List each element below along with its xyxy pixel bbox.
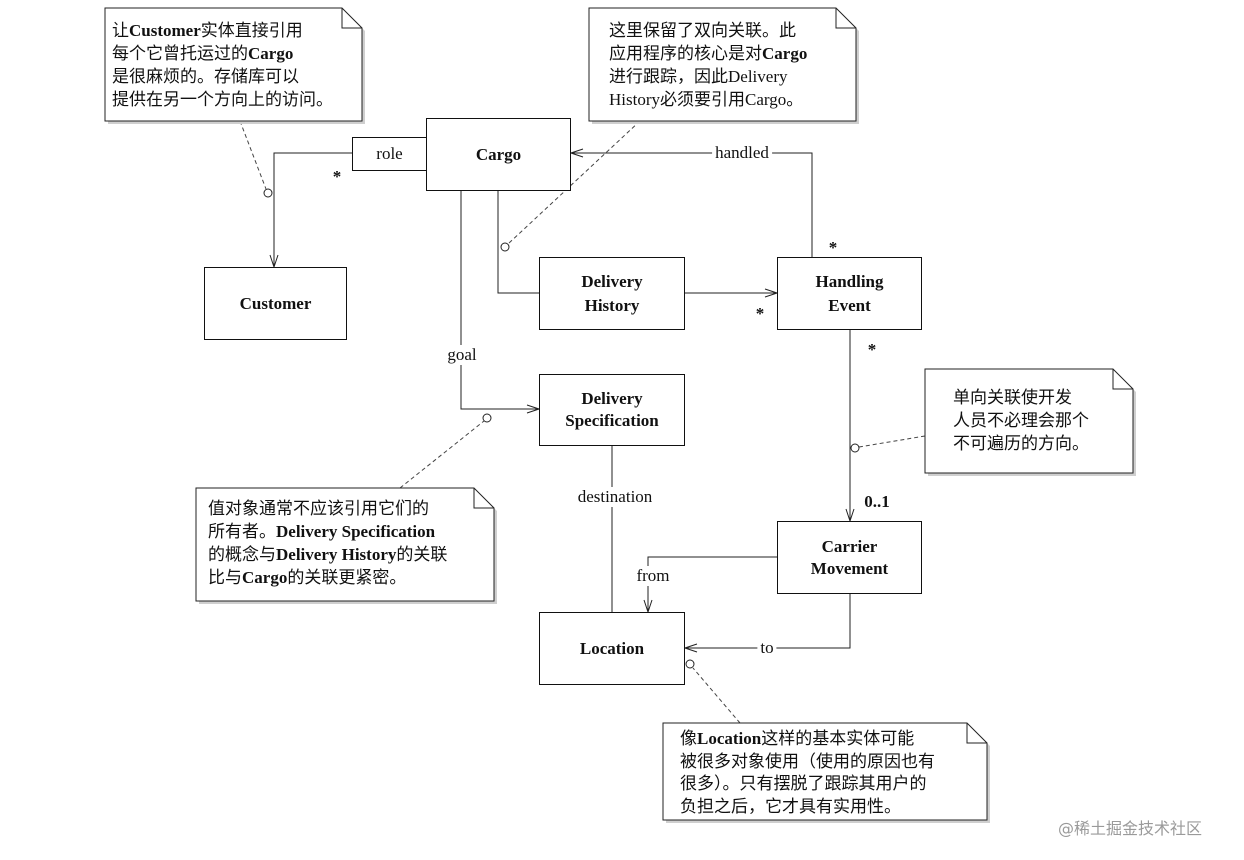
association-label-to: to (757, 638, 777, 658)
note-shape-value-object (195, 487, 495, 602)
class-name-line: Delivery (581, 389, 643, 408)
association-label-from: from (633, 566, 673, 586)
note-line: 比与Cargo的关联更紧密。 (208, 568, 407, 587)
association-handled (571, 153, 813, 257)
anchor-circle (263, 188, 273, 198)
note-line: 每个它曾托运过的Cargo (112, 44, 294, 63)
class-carrier-movement: Carrier Movement (777, 521, 922, 594)
note-line: 应用程序的核心是对Cargo (609, 44, 808, 63)
note-line: 负担之后，它才具有实用性。 (680, 797, 901, 817)
note-line: 的概念与Delivery History的关联 (208, 545, 448, 564)
association-label-goal: goal (444, 345, 480, 365)
note-line: 提供在另一个方向上的访问。 (112, 90, 333, 109)
note-fold (341, 8, 362, 29)
note-anchor-bidirectional (507, 120, 641, 245)
class-name: Location (579, 638, 645, 658)
note-line: 被很多对象使用（使用的原因也有 (680, 751, 935, 771)
multiplicity-handled-event: * (828, 238, 838, 257)
note-line: 人员不必理会那个 (953, 411, 1089, 430)
note-value-object: 值对象通常不应该引用它们的 所有者。Delivery Specification… (208, 497, 447, 589)
class-cargo: Cargo (426, 118, 571, 191)
class-name: Cargo (475, 144, 522, 164)
class-name-line: Movement (810, 558, 889, 578)
note-bidirectional: 这里保留了双向关联。此 应用程序的核心是对Cargo 进行跟踪，因此Delive… (609, 19, 807, 111)
note-fold (1112, 369, 1133, 390)
association-goal (460, 191, 539, 409)
note-line: 很多）。只有摆脱了跟踪其用户的 (680, 774, 927, 794)
note-customer: 让Customer实体直接引用 每个它曾托运过的Cargo 是很麻烦的。存储库可… (112, 19, 333, 111)
note-line: History必须要引用Cargo。 (609, 90, 804, 109)
note-anchor-customer (239, 120, 267, 190)
anchor-circle (685, 659, 695, 669)
multiplicity-cargo-customer: * (332, 167, 342, 186)
class-name: Customer (239, 293, 312, 313)
note-line: 是很麻烦的。存储库可以 (112, 67, 299, 86)
note-line: 值对象通常不应该引用它们的 (208, 499, 429, 518)
note-fold (473, 488, 494, 509)
note-line: 单向关联使开发 (953, 388, 1072, 407)
class-name-line: Carrier (821, 536, 878, 556)
note-location: 像Location这样的基本实体可能 被很多对象使用（使用的原因也有 很多）。只… (680, 728, 935, 819)
multiplicity-event-movement-target: 0..1 (864, 492, 890, 511)
association-label-destination: destination (574, 487, 656, 507)
anchor-circle (482, 413, 492, 423)
note-fold (966, 723, 987, 744)
association-cargo-history (497, 191, 539, 294)
association-label-handled: handled (712, 143, 772, 163)
note-shape-unidirectional (924, 368, 1134, 474)
note-shape-location (662, 722, 988, 821)
note-line: 这里保留了双向关联。此 (609, 21, 796, 40)
class-name-line: Specification (565, 411, 659, 430)
association-from (648, 556, 777, 612)
class-delivery-history: Delivery History (539, 257, 685, 330)
association-to (685, 594, 851, 648)
note-line: 像Location这样的基本实体可能 (680, 729, 915, 748)
anchor-circle (850, 443, 860, 453)
qualifier-role: role (352, 137, 427, 171)
note-anchor-unidirectional (858, 435, 926, 448)
class-name-line: Event (828, 295, 871, 315)
note-fold (835, 8, 856, 29)
multiplicity-event-movement-source: * (867, 340, 877, 359)
qualifier-label: role (376, 144, 403, 163)
association-role-customer (274, 152, 352, 267)
anchor-circle (500, 242, 510, 252)
class-name-line: Handling (815, 271, 884, 291)
class-delivery-specification: Delivery Specification (539, 374, 685, 446)
watermark: @稀土掘金技术社区 (1058, 819, 1203, 838)
class-name-line: Delivery (581, 271, 643, 291)
note-shape-bidirectional (588, 7, 857, 122)
note-line: 不可遍历的方向。 (953, 434, 1089, 453)
note-line: 所有者。Delivery Specification (208, 522, 436, 541)
class-location: Location (539, 612, 685, 685)
note-anchor-location (692, 667, 741, 724)
note-line: 进行跟踪，因此Delivery (609, 67, 788, 86)
class-customer: Customer (204, 267, 347, 340)
note-unidirectional: 单向关联使开发 人员不必理会那个 不可遍历的方向。 (953, 386, 1089, 455)
class-name-line: History (584, 295, 640, 315)
note-line: 让Customer实体直接引用 (112, 21, 303, 40)
note-anchor-value-object (399, 420, 485, 489)
multiplicity-history-event: * (755, 304, 765, 323)
class-handling-event: Handling Event (777, 257, 922, 330)
note-shape-customer (104, 7, 363, 122)
